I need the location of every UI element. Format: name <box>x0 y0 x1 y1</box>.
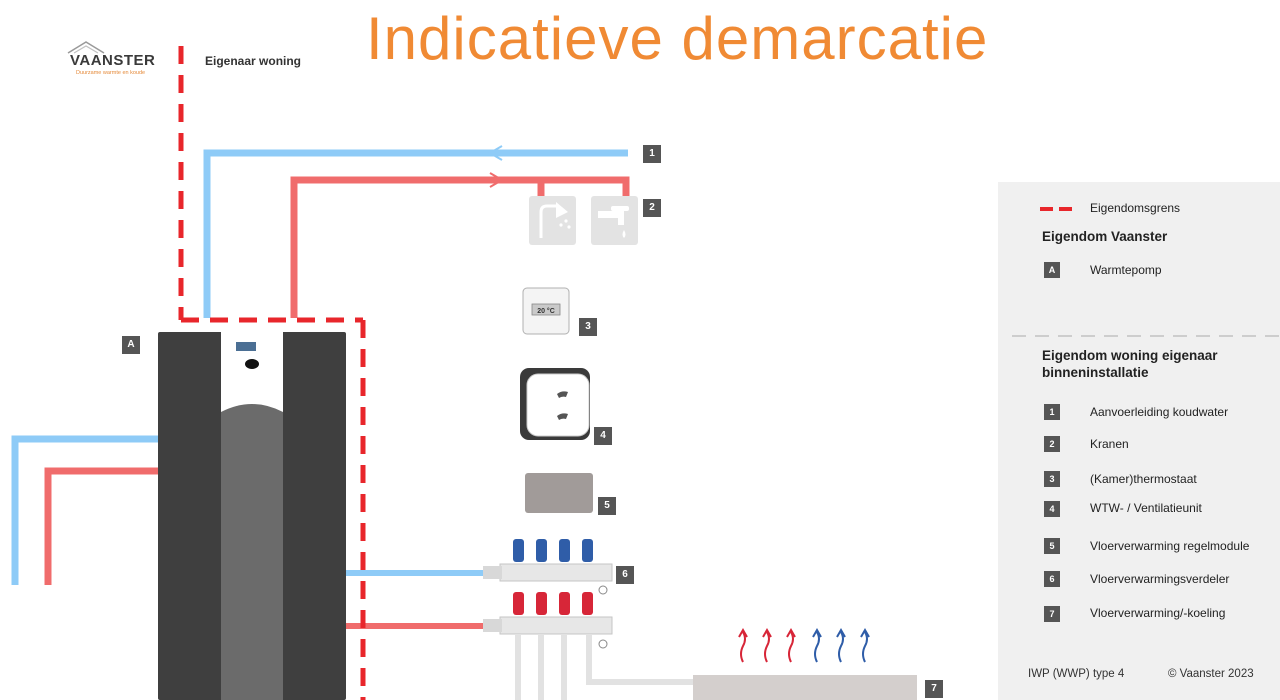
tap-icon <box>591 196 638 245</box>
legend-item-7: Vloerverwarming/-koeling <box>1090 606 1226 620</box>
owner-label: Eigenaar woning <box>205 54 302 68</box>
legend-divider <box>1012 335 1280 337</box>
legend-panel: Eigendomsgrens Eigendom Vaanster A Warmt… <box>998 182 1280 700</box>
cold-water-supply-pipe <box>203 149 628 318</box>
external-hot-pipe <box>44 467 158 585</box>
component-badge-7: 7 <box>925 680 943 698</box>
legend-item-6: Vloerverwarmingsverdeler <box>1090 572 1230 586</box>
roof-logo-icon <box>67 41 105 54</box>
legend-item-3: (Kamer)thermostaat <box>1090 472 1197 486</box>
ventilation-unit <box>520 368 590 440</box>
shower-icon <box>529 196 576 245</box>
cold-flow-arrow <box>488 145 503 161</box>
floor-heating-control-module <box>525 473 593 513</box>
legend-badge-a: A <box>1044 262 1060 278</box>
heat-arrows <box>738 627 796 663</box>
logo-tagline: Duurzame warmte en koude <box>76 70 146 76</box>
component-badge-3: 3 <box>579 318 597 336</box>
legend-badge-2: 2 <box>1044 436 1060 452</box>
component-badge-4: 4 <box>594 427 612 445</box>
legend-owner-heading: Eigendom woning eigenaar binneninstallat… <box>1042 348 1218 380</box>
legend-item-2: Kranen <box>1090 437 1129 451</box>
external-cold-pipe <box>11 435 158 585</box>
boundary-dash-icon <box>1040 207 1072 211</box>
legend-item-warmtepomp: Warmtepomp <box>1090 263 1162 277</box>
heat-pump <box>158 332 346 700</box>
component-badge-2: 2 <box>643 199 661 217</box>
legend-badge-1: 1 <box>1044 404 1060 420</box>
legend-footer-copyright: © Vaanster 2023 <box>1168 668 1254 680</box>
legend-badge-4: 4 <box>1044 501 1060 517</box>
cooling-arrows <box>812 627 870 663</box>
legend-badge-5: 5 <box>1044 538 1060 554</box>
page-title: Indicatieve demarcatie <box>366 5 989 72</box>
legend-boundary-label: Eigendomsgrens <box>1090 201 1181 215</box>
legend-item-5: Vloerverwarming regelmodule <box>1090 539 1250 553</box>
pump-badge: A <box>122 336 140 354</box>
legend-badge-3: 3 <box>1044 471 1060 487</box>
legend-vaanster-heading: Eigendom Vaanster <box>1042 229 1168 244</box>
legend-item-1: Aanvoerleiding koudwater <box>1090 405 1229 419</box>
hot-flow-arrow <box>489 172 504 188</box>
floor-heating-panel <box>693 675 917 700</box>
legend-footer-type: IWP (WWP) type 4 <box>1028 668 1125 680</box>
ownership-boundary <box>178 46 366 700</box>
component-badge-6: 6 <box>616 566 634 584</box>
legend-badge-6: 6 <box>1044 571 1060 587</box>
legend-item-4: WTW- / Ventilatieunit <box>1090 501 1202 515</box>
thermostat-display: 20 °C <box>537 307 555 315</box>
component-badge-5: 5 <box>598 497 616 515</box>
floor-heating-manifold <box>483 539 693 700</box>
thermostat <box>522 287 570 335</box>
logo-name: VAANSTER <box>70 52 156 69</box>
hot-water-pipe <box>290 176 630 318</box>
legend-badge-7: 7 <box>1044 606 1060 622</box>
component-badge-1: 1 <box>643 145 661 163</box>
